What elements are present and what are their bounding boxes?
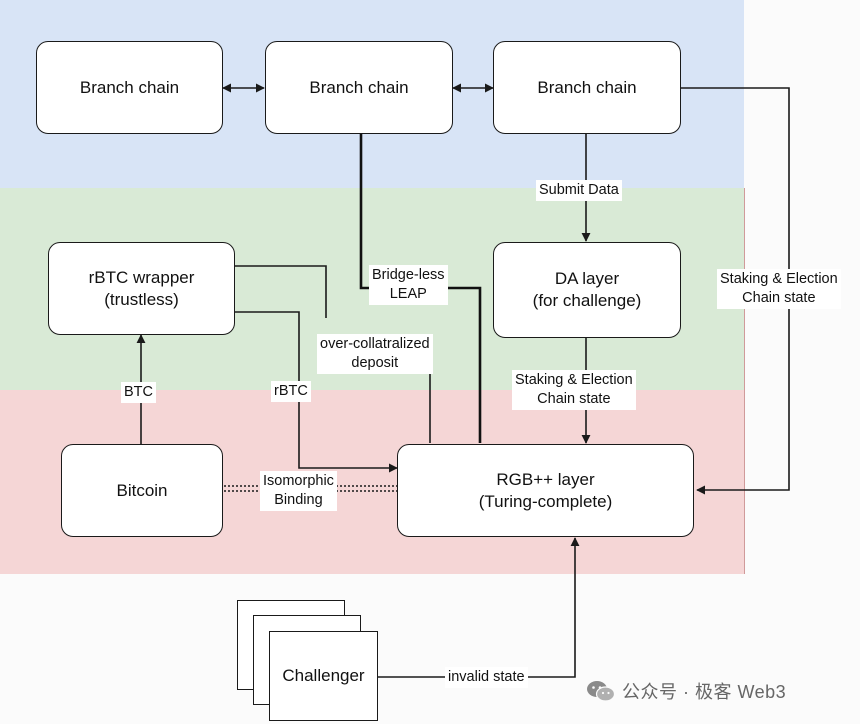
over-collateralized-deposit-label: over-collatralized deposit	[317, 334, 433, 374]
staking-election-right-label: Staking & Election Chain state	[717, 269, 841, 309]
node-label: Challenger	[282, 666, 365, 685]
invalid-state-label: invalid state	[445, 667, 528, 688]
node-label: Branch chain	[309, 77, 409, 97]
branch-chain-node-3: Branch chain	[493, 41, 681, 134]
btc-label: BTC	[121, 382, 156, 403]
node-label: RGB++ layer (Turing-complete)	[478, 469, 613, 511]
watermark-text: 公众号 · 极客 Web3	[622, 682, 787, 702]
rbtc-wrapper-node: rBTC wrapper (trustless)	[48, 242, 235, 335]
bitcoin-node: Bitcoin	[61, 444, 223, 537]
edge-over-collateralized-deposit	[235, 265, 431, 443]
bridge-less-leap-label: Bridge-less LEAP	[369, 265, 448, 305]
node-label: rBTC wrapper (trustless)	[88, 267, 195, 309]
submit-data-label: Submit Data	[536, 180, 622, 201]
node-label: Bitcoin	[116, 480, 168, 500]
watermark: 公众号 · 极客 Web3	[586, 676, 786, 706]
staking-election-da-label: Staking & Election Chain state	[512, 370, 636, 410]
branch-chain-node-2: Branch chain	[265, 41, 453, 134]
node-label: Branch chain	[537, 77, 637, 97]
rbtc-label: rBTC	[271, 381, 311, 402]
rgbpp-layer-node: RGB++ layer (Turing-complete)	[397, 444, 694, 537]
edge-invalid-state	[378, 537, 580, 678]
branch-chain-node-1: Branch chain	[36, 41, 223, 134]
node-label: Branch chain	[79, 77, 180, 97]
da-layer-node: DA layer (for challenge)	[493, 242, 681, 338]
challenger-node: Challenger	[269, 631, 378, 721]
isomorphic-binding-label: Isomorphic Binding	[260, 471, 337, 511]
wechat-icon	[587, 681, 616, 702]
node-label: DA layer (for challenge)	[532, 269, 642, 310]
